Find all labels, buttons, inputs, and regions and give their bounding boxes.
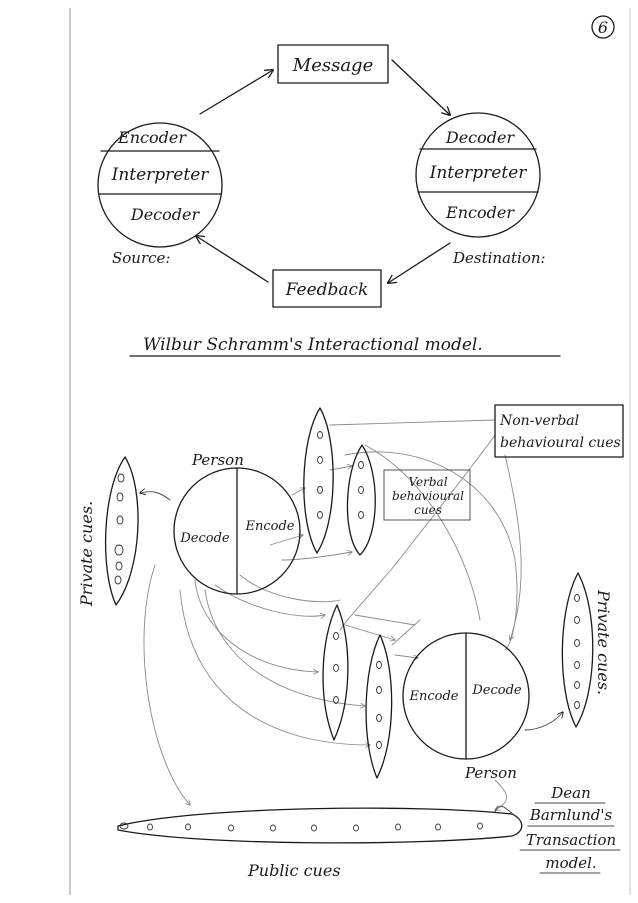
barnlund-model: Non-verbal behavioural cues Verbal behav… — [77, 404, 624, 880]
barnlund-caption-line3: Transaction — [526, 831, 616, 849]
destination-circle: Decoder Interpreter Encoder — [415, 112, 541, 238]
connection-lines — [143, 419, 522, 810]
feedback-box — [272, 269, 382, 308]
private-cues-left — [104, 456, 139, 606]
non-verbal-cues-box — [494, 404, 624, 458]
non-verbal-cues-line1: Non-verbal — [499, 413, 579, 429]
arrow-message-to-destination — [391, 59, 450, 115]
destination-interpreter: Interpreter — [429, 163, 528, 183]
public-cues-label: Public cues — [247, 861, 341, 880]
barnlund-caption: Dean Barnlund's Transaction model. — [494, 784, 621, 874]
schramm-caption: Wilbur Schramm's Interactional model. — [143, 335, 483, 355]
barnlund-caption-line2: Barnlund's — [529, 806, 613, 824]
person-top-encode: Encode — [245, 519, 295, 534]
source-label: Source: — [112, 249, 170, 267]
public-cues — [117, 807, 523, 844]
destination-decoder: Decoder — [445, 128, 516, 147]
private-cues-right-label: Private cues. — [594, 589, 613, 695]
arrow-source-to-message — [199, 70, 273, 115]
verbal-cues-box — [383, 469, 471, 521]
person-top: Decode Encode — [173, 467, 301, 595]
source-encoder: Encoder — [117, 128, 187, 147]
person-top-decode: Decode — [179, 531, 230, 546]
private-cues-right — [561, 572, 594, 728]
cue-ellipse-bottom-1 — [322, 604, 349, 741]
person-bottom-decode: Decode — [471, 683, 522, 698]
verbal-cues-line3: cues — [414, 503, 442, 517]
page-number: 6 — [598, 18, 608, 37]
non-verbal-cues-line2: behavioural cues — [500, 435, 621, 451]
person-top-label: Person — [191, 451, 244, 469]
message-box — [277, 44, 389, 84]
message-label: Message — [292, 55, 373, 76]
source-interpreter: Interpreter — [111, 165, 210, 185]
destination-label: Destination: — [452, 249, 546, 267]
verbal-cues-line1: Verbal — [408, 475, 447, 489]
private-cues-left-label: Private cues. — [77, 501, 96, 607]
source-circle: Encoder Interpreter Decoder — [97, 122, 223, 248]
person-bottom: Encode Decode — [402, 632, 530, 760]
arrow-feedback-to-source — [196, 236, 269, 283]
page-number-circle — [591, 15, 615, 39]
barnlund-caption-line4: model. — [545, 854, 596, 872]
person-bottom-encode: Encode — [409, 689, 459, 704]
cue-ellipse-top-2 — [346, 444, 376, 556]
cue-ellipse-bottom-2 — [365, 634, 393, 779]
verbal-cues-line2: behavioural — [392, 489, 464, 503]
person-bottom-label: Person — [464, 764, 517, 782]
barnlund-caption-line1: Dean — [550, 784, 591, 802]
source-decoder: Decoder — [130, 205, 201, 224]
arrow-destination-to-feedback — [388, 242, 451, 283]
destination-encoder: Encoder — [445, 203, 515, 222]
cue-ellipse-top-1 — [303, 407, 334, 554]
schramm-model: Message Feedback Encoder Interpreter Dec… — [97, 44, 561, 357]
feedback-label: Feedback — [285, 280, 369, 300]
